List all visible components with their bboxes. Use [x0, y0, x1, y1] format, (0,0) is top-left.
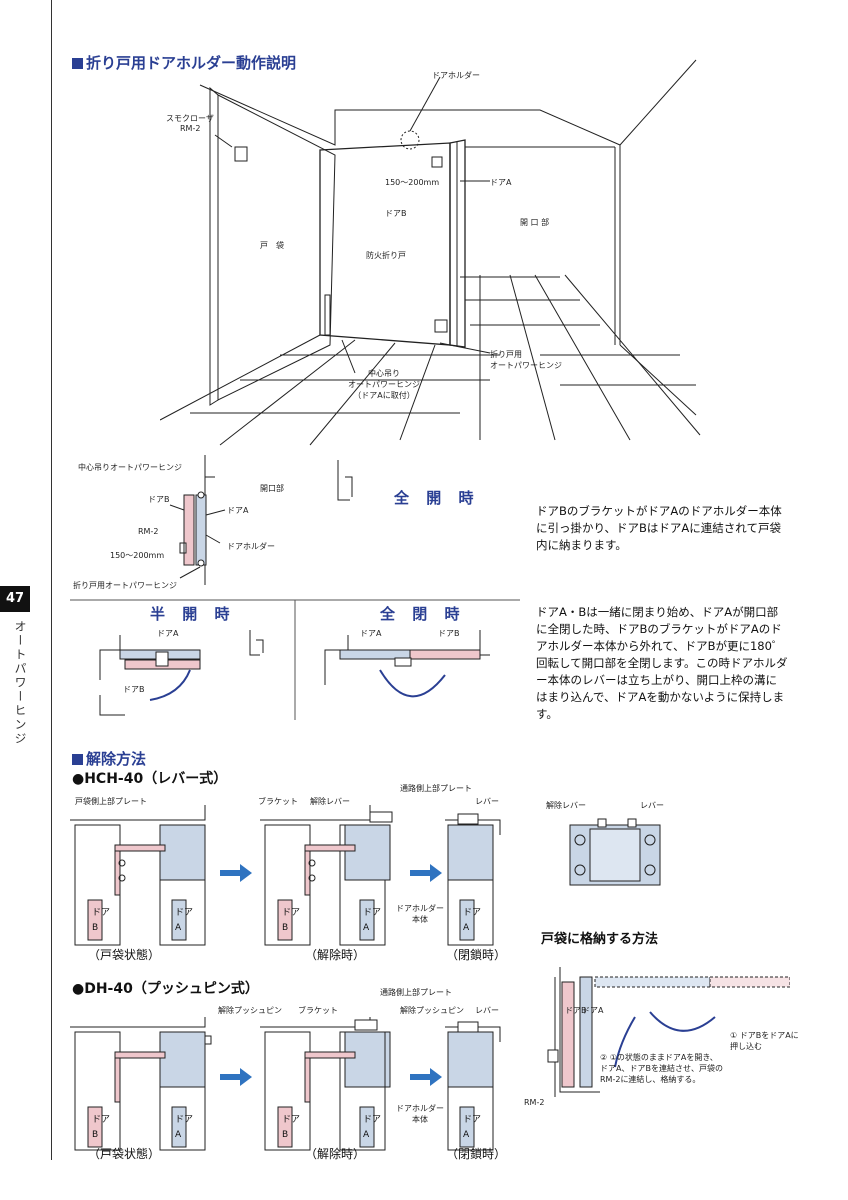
full-open-plan-diagram: [169, 455, 353, 585]
svg-text:ドア: ドア: [92, 908, 110, 918]
room-perspective-diagram: [160, 59, 701, 446]
detail-release-lever: 解除レバー: [546, 801, 586, 810]
svg-text:B: B: [92, 1130, 98, 1140]
fc-door-b: ドアB: [438, 629, 460, 638]
dh-bracket: ブラケット: [298, 1006, 338, 1015]
storage-diagram: [547, 967, 790, 1097]
dh-release-pin2: 解除プッシュピン: [400, 1006, 464, 1015]
fo-rm2: RM-2: [138, 527, 159, 536]
fo-opening: 開口部: [260, 484, 284, 493]
svg-text:ドア: ドア: [363, 1115, 381, 1125]
fo-door-b: ドアB: [148, 495, 170, 504]
label-pocket: 戸 袋: [260, 241, 284, 250]
state-full-open: 全 開 時: [394, 489, 480, 507]
hch-release-lever: 解除レバー: [310, 797, 350, 806]
holder-detail-diagram: [569, 818, 661, 886]
section-heading-operation: 折り戸用ドアホルダー動作説明: [72, 52, 296, 73]
hch-passage-plate: 通路側上部プレート: [400, 784, 472, 793]
svg-text:ドア: ドア: [175, 1115, 193, 1125]
svg-text:A: A: [463, 1130, 470, 1140]
state-full-close: 全 閉 時: [380, 605, 466, 623]
svg-text:A: A: [175, 1130, 182, 1140]
hch-bracket: ブラケット: [258, 797, 298, 806]
dh-lever: レバー: [475, 1006, 499, 1015]
label-opening: 開 口 部: [520, 218, 550, 227]
hch-release-diagrams: ドア B ドア A ドア B ドア A ドア A: [70, 805, 501, 946]
svg-text:B: B: [282, 923, 288, 933]
dh-caption-2: （解除時）: [305, 1147, 366, 1161]
dh-release-diagrams: ドア B ドア A ドア B ドア A ドア A: [70, 1017, 501, 1151]
dh-caption-1: （戸袋状態）: [88, 1147, 161, 1161]
storage-step2: ② ①の状態のままドアAを開き、 ドアA、ドアBを連結させ、戸袋の RM-2に連…: [600, 1053, 723, 1084]
label-smoke-closer: スモクローザ: [166, 114, 214, 123]
label-door-a: ドアA: [490, 178, 512, 187]
svg-text:B: B: [92, 923, 98, 933]
svg-text:A: A: [175, 923, 182, 933]
fc-door-a: ドアA: [360, 629, 382, 638]
sidebar-line: [51, 0, 52, 1160]
fo-folding-hinge: 折り戸用オートパワーヒンジ: [73, 581, 177, 590]
label-center-hinge: 中心吊り オートパワーヒンジ （ドアAに取付）: [348, 369, 420, 400]
label-gap: 150～200mm: [385, 178, 440, 187]
svg-text:ドア: ドア: [463, 1115, 481, 1125]
svg-text:ドア: ドア: [363, 908, 381, 918]
hch-caption-3: （閉鎖時）: [446, 948, 507, 962]
fo-door-a: ドアA: [227, 506, 249, 515]
hch-pocket-plate: 戸袋側上部プレート: [75, 797, 147, 806]
fo-holder: ドアホルダー: [227, 542, 275, 551]
svg-text:ドア: ドア: [92, 1115, 110, 1125]
section-heading-release: 解除方法: [72, 748, 146, 769]
page-number: 47: [0, 586, 30, 612]
label-door-holder: ドアホルダー: [432, 71, 480, 80]
hch-caption-1: （戸袋状態）: [88, 948, 161, 962]
fo-center-hinge: 中心吊りオートパワーヒンジ: [78, 463, 182, 472]
dh-caption-3: （閉鎖時）: [446, 1147, 507, 1161]
svg-text:ドア: ドア: [282, 1115, 300, 1125]
svg-text:A: A: [463, 923, 470, 933]
label-fire-door: 防火折り戸: [366, 251, 406, 260]
dh-holder-body: ドアホルダー 本体: [396, 1104, 444, 1124]
storage-door-b: ドアB: [565, 1006, 587, 1015]
dh-passage-plate: 通路側上部プレート: [380, 988, 452, 997]
half-close-plan-diagrams: [70, 599, 520, 720]
state-half-open: 半 開 時: [150, 605, 236, 623]
storage-title: 戸袋に格納する方法: [541, 932, 659, 947]
side-title: オートパワーヒンジ: [13, 620, 27, 746]
label-rm2: RM-2: [180, 124, 201, 133]
svg-text:A: A: [363, 1130, 370, 1140]
detail-lever: レバー: [640, 801, 664, 810]
hch-caption-2: （解除時）: [305, 948, 366, 962]
svg-text:ドア: ドア: [282, 908, 300, 918]
dh-title: ●DH-40（プッシュピン式）: [72, 981, 259, 997]
full-open-description: ドアBのブラケットがドアAのドアホルダー本体に引っ掛かり、ドアBはドアAに連結さ…: [536, 504, 782, 552]
dh-release-pin: 解除プッシュピン: [218, 1006, 282, 1015]
hch-lever: レバー: [475, 797, 499, 806]
label-folding-hinge: 折り戸用 オートパワーヒンジ: [490, 350, 562, 370]
storage-rm2: RM-2: [524, 1098, 545, 1107]
svg-text:B: B: [282, 1130, 288, 1140]
svg-text:ドア: ドア: [463, 908, 481, 918]
ho-door-b: ドアB: [123, 685, 145, 694]
svg-text:A: A: [363, 923, 370, 933]
hch-holder-body: ドアホルダー 本体: [396, 904, 444, 924]
storage-step1: ① ドアBをドアAに 押し込む: [730, 1031, 799, 1051]
label-door-b: ドアB: [385, 209, 407, 218]
ho-door-a: ドアA: [157, 629, 179, 638]
full-close-description: ドアA・Bは一緒に閉まり始め、ドアAが開口部に全閉した時、ドアBのブラケットがド…: [536, 605, 788, 721]
fo-gap: 150～200mm: [110, 551, 165, 560]
svg-text:ドア: ドア: [175, 908, 193, 918]
storage-door-a: ドアA: [582, 1006, 604, 1015]
hch-title: ●HCH-40（レバー式）: [72, 771, 228, 787]
